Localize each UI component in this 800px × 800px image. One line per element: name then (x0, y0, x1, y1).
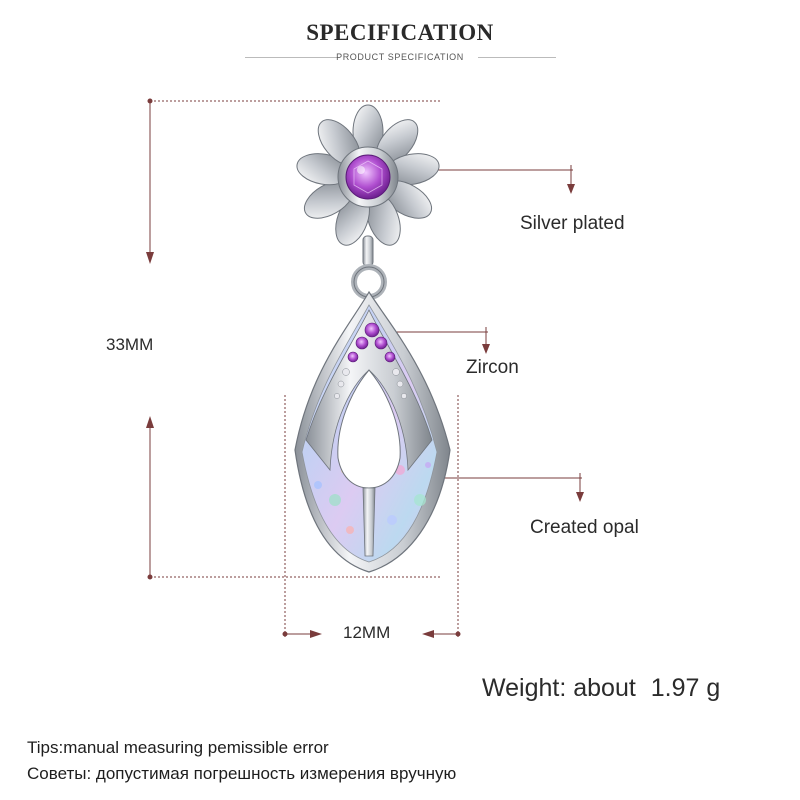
weight-value: 1.97 g (650, 674, 721, 702)
material-label-opal: Created opal (530, 517, 639, 538)
page-title: SPECIFICATION (306, 20, 494, 45)
page-subtitle: PRODUCT SPECIFICATION (336, 52, 464, 62)
weight-label: Weight: about (482, 674, 636, 702)
drop-pendant-icon (294, 290, 451, 573)
zircon-stones (334, 322, 407, 399)
material-label-silver: Silver plated (520, 213, 625, 234)
dimension-lines (146, 98, 461, 638)
flower-earring-icon (296, 104, 440, 300)
material-label-zircon: Zircon (466, 357, 519, 378)
subtitle-divider-right (478, 57, 556, 58)
height-dimension-label: 33MM (106, 335, 154, 354)
weight-text: Weight: about 1.97 g (482, 674, 720, 703)
tips-russian: Советы: допустимая погрешность измерения… (27, 764, 457, 783)
subtitle-divider-left (245, 57, 340, 58)
width-dimension-label: 12MM (343, 623, 391, 642)
tips-english: Tips:manual measuring pemissible error (27, 738, 329, 757)
